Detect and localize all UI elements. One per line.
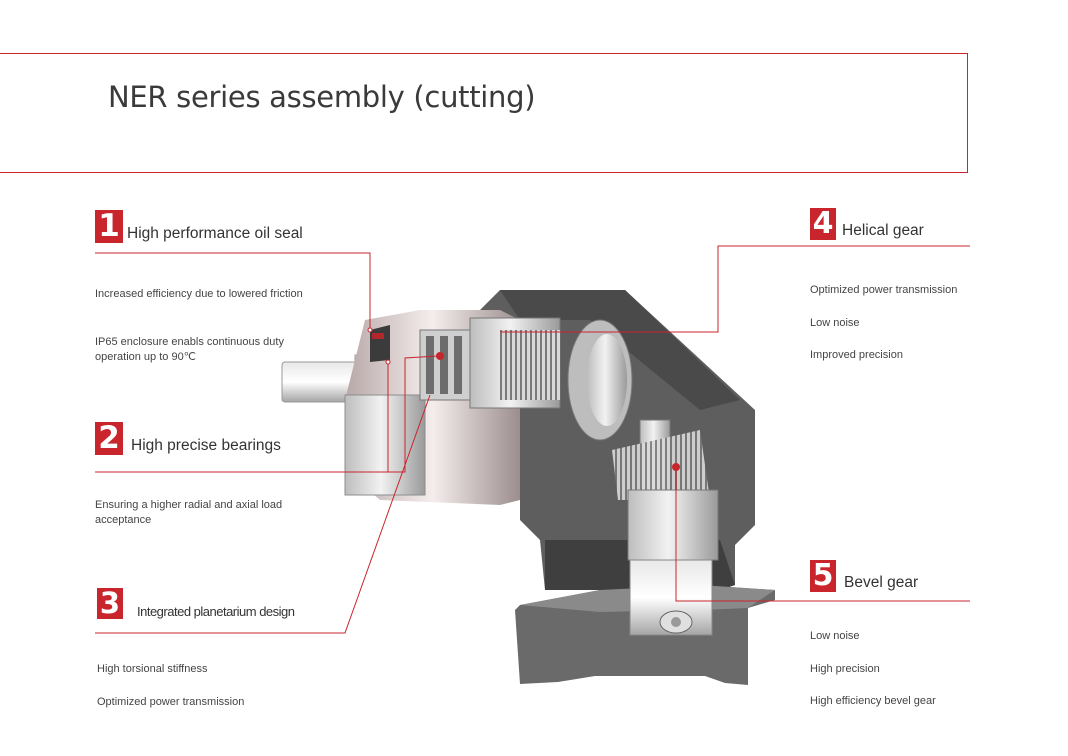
feature-5-desc-1: Low noise <box>810 630 860 642</box>
bearing-marker-red <box>436 352 444 360</box>
output-cylinder <box>627 489 719 561</box>
feature-3-desc-1: High torsional stiffness <box>97 663 208 675</box>
feature-1-desc-1: Increased efficiency due to lowered fric… <box>95 288 303 300</box>
feature-5-header: 5 Bevel gear <box>810 560 918 592</box>
input-collar <box>344 394 426 496</box>
feature-2-number: 2 <box>95 422 123 455</box>
leader-3 <box>95 394 431 634</box>
feature-4-desc-1: Optimized power transmission <box>810 284 958 296</box>
feature-2-desc-1: Ensuring a higher radial and axial load … <box>95 499 283 526</box>
leader-5b <box>675 467 840 602</box>
feature-3-title: Integrated planetarium design <box>137 604 295 619</box>
feature-1-title: High performance oil seal <box>127 225 303 242</box>
leader-dot-2 <box>385 359 391 365</box>
feature-1-desc-2: IP65 enclosure enabls continuous duty op… <box>95 336 284 363</box>
feature-3-number: 3 <box>97 588 123 619</box>
helical-gear-disc-face <box>587 334 627 426</box>
page-title: NER series assembly (cutting) <box>108 80 536 114</box>
bevel-gear-cone <box>612 430 710 500</box>
helical-gear-teeth <box>500 330 560 400</box>
leader-lines <box>95 245 970 634</box>
output-bore-center <box>671 617 681 627</box>
leader-2b <box>388 355 439 473</box>
leader-1 <box>95 252 371 330</box>
feature-3-desc-2: Optimized power transmission <box>97 696 245 708</box>
feature-4-header: 4 Helical gear <box>810 208 924 240</box>
feature-1-number: 1 <box>95 210 123 243</box>
feature-5-desc-3: High efficiency bevel gear <box>810 695 936 707</box>
feature-5-desc-2: High precision <box>810 663 880 675</box>
oil-seal-ring <box>370 325 390 362</box>
feature-2-title: High precise bearings <box>131 437 281 454</box>
feature-5-number: 5 <box>810 560 836 592</box>
bearing-rollers <box>426 336 462 394</box>
feature-4-title: Helical gear <box>842 222 924 239</box>
feature-4-desc-3: Improved precision <box>810 349 903 361</box>
feature-2-header: 2 High precise bearings <box>95 422 281 455</box>
leader-dot-1 <box>367 327 373 333</box>
feature-4-number: 4 <box>810 208 836 240</box>
feature-5-title: Bevel gear <box>844 574 919 591</box>
feature-4-desc-2: Low noise <box>810 317 860 329</box>
leader-4b <box>500 245 840 333</box>
title-box: NER series assembly (cutting) <box>0 53 968 173</box>
oil-seal-red <box>372 333 384 339</box>
